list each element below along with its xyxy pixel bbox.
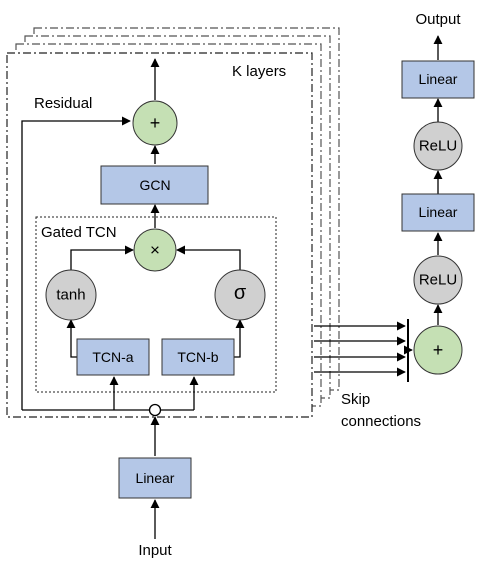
tcn-b-to-sigma-arrow: [234, 319, 245, 358]
tanh-to-multiply-arrow: [70, 245, 134, 270]
multiply-symbol: ×: [150, 241, 160, 260]
tcn-a-block: [76, 338, 150, 376]
tanh-symbol: tanh: [56, 287, 85, 304]
relu-lower-node: [413, 255, 463, 305]
linear-mid-block: [401, 193, 475, 232]
relu-upper-label: ReLU: [419, 138, 457, 155]
tanh-node: [45, 269, 97, 321]
tcn-b-label: TCN-b: [177, 349, 218, 365]
sigma-node: [214, 269, 266, 321]
residual-path: [21, 116, 131, 410]
multiply-node: [133, 228, 177, 272]
linear-mid-label: Linear: [419, 204, 458, 220]
skip-add-symbol: +: [433, 340, 444, 360]
block-labels: GCN TCN-a TCN-b Linear Linear Linear ReL…: [92, 71, 457, 486]
relu-lower-label: ReLU: [419, 272, 457, 289]
linear-top-block: [401, 60, 475, 99]
sigma-to-multiply-arrow: [176, 245, 241, 270]
relu-upper-node: [413, 121, 463, 171]
skip-add-node: [413, 325, 463, 375]
tcn-a-label: TCN-a: [92, 349, 133, 365]
operator-circles: [45, 100, 463, 375]
linear-input-label: Linear: [136, 470, 175, 486]
free-labels: K layers Residual Gated TCN Skip connect…: [34, 11, 461, 559]
k-layers-label: K layers: [232, 63, 286, 80]
connections-label: connections: [341, 413, 421, 430]
output-label: Output: [415, 11, 461, 28]
gated-tcn-frame: [35, 216, 277, 393]
junction-node: [148, 403, 162, 417]
gcn-block: [100, 165, 209, 205]
linear-input-block: [118, 457, 192, 499]
linear-top-label: Linear: [419, 71, 458, 87]
sigma-symbol: σ: [234, 282, 247, 304]
residual-label: Residual: [34, 95, 92, 112]
gated-tcn-label: Gated TCN: [41, 224, 117, 241]
blocks: [76, 60, 475, 499]
tcn-a-to-tanh-arrow: [66, 319, 77, 358]
tcn-b-block: [161, 338, 235, 376]
residual-add-symbol: +: [150, 113, 161, 133]
operator-labels: + × tanh σ +: [56, 113, 443, 360]
skip-label: Skip: [341, 391, 370, 408]
gcn-label: GCN: [139, 177, 170, 193]
input-label: Input: [138, 542, 172, 559]
connectors: [21, 35, 443, 539]
residual-add-node: [132, 100, 178, 146]
